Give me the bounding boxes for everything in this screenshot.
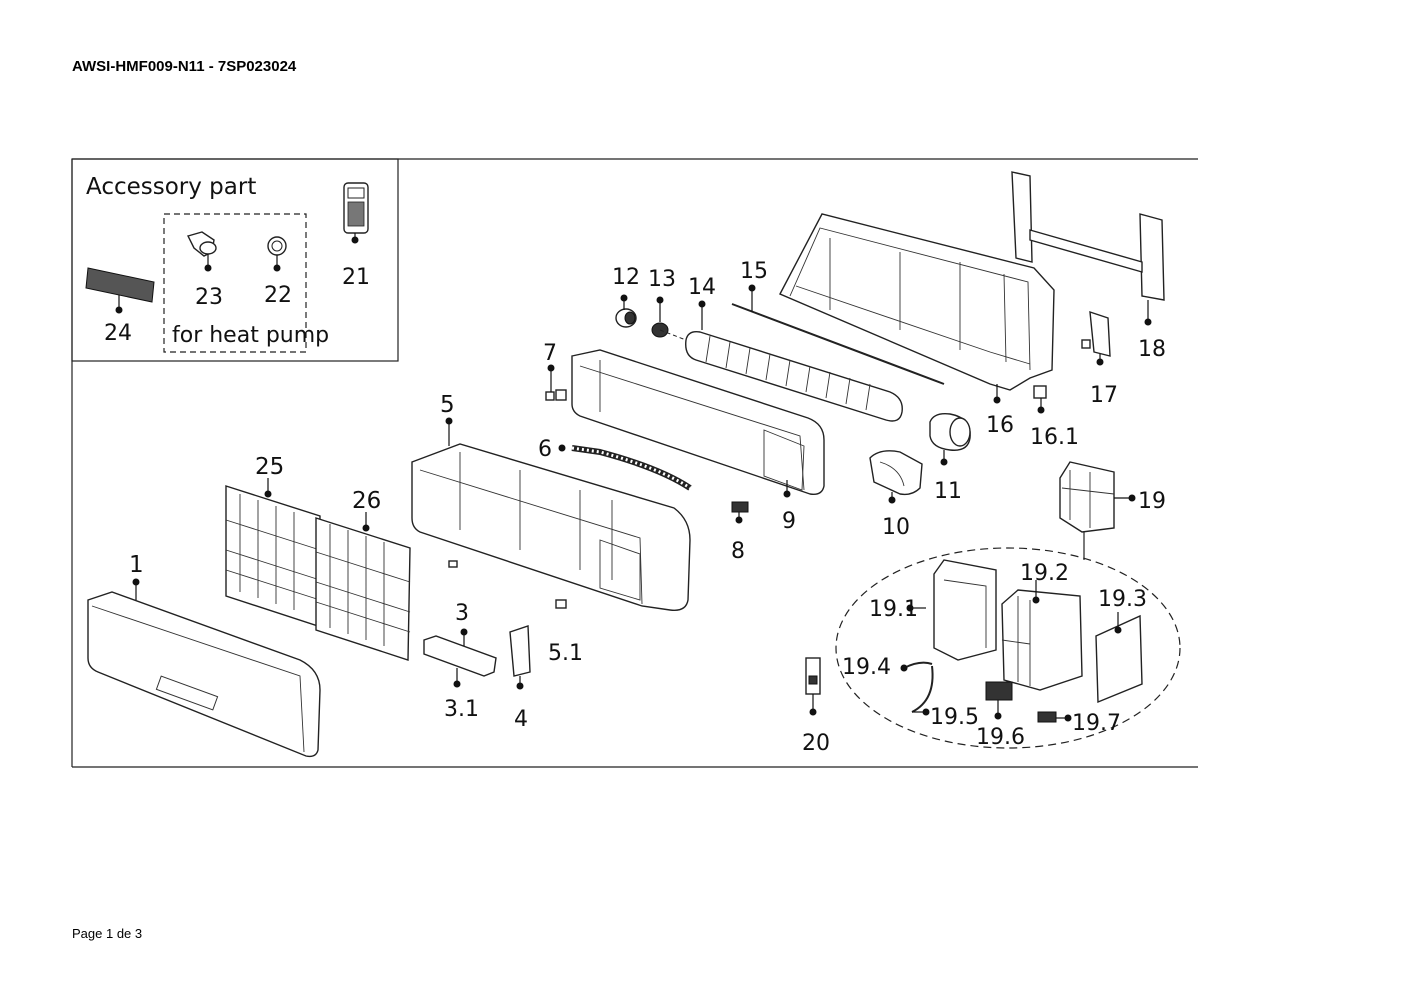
callout-7: 7 [543,341,557,366]
part-18-mounting-plate: 18 [1011,171,1166,362]
callout-18: 18 [1138,337,1166,362]
callout-9: 9 [782,509,796,534]
callout-19-2: 19.2 [1020,561,1069,586]
part-10-motor-cover: 10 [869,450,923,540]
part-12-bearing: 12 [612,265,640,328]
part-19-2-pcb-box: 19.2 [1001,561,1083,691]
callout-1: 1 [129,552,144,578]
electric-box-detail-group [835,547,1181,749]
page-footer: Page 1 de 3 [72,926,143,941]
part-23-drain-elbow: 23 [186,231,223,310]
part-19-electric-box: 19 [1059,461,1166,560]
callout-21: 21 [342,265,370,290]
part-25-air-filter: 25 [225,454,321,627]
part-1-front-panel: 1 [87,552,321,758]
callout-17: 17 [1090,383,1118,408]
heat-pump-group [163,213,307,353]
callout-24: 24 [104,321,132,346]
part-13-bushing: 13 [648,267,676,338]
callout-19-3: 19.3 [1098,587,1147,612]
part-4-cover: 4 [509,625,531,732]
callout-10: 10 [882,515,910,540]
callout-19-1: 19.1 [869,597,918,622]
part-6-pipe: 6 [538,437,692,491]
part-19-6-terminal-block: 19.6 [976,681,1025,750]
part-5-chassis: 5 [411,392,691,611]
part-8-clip: 8 [731,501,749,564]
part-20-receiver: 20 [802,657,830,756]
callout-20: 20 [802,731,830,756]
callout-8: 8 [731,539,745,564]
document-title: AWSI-HMF009-N11 - 7SP023024 [72,58,297,75]
part-21-remote-control: 21 [342,182,370,290]
callout-6: 6 [538,437,552,462]
part-9-evaporator: 9 [571,349,825,534]
part-19-7-clip: 19.7 [1037,711,1121,736]
accessory-heading: Accessory part [86,174,256,200]
callout-16: 16 [986,413,1014,438]
part-7-sensor-clip: 7 [543,341,567,401]
part-5-1-clip: 5.1 [548,599,583,666]
callout-13: 13 [648,267,676,292]
part-15-louver-rod: 15 [731,259,945,385]
callout-12: 12 [612,265,640,290]
callout-3: 3 [455,601,469,626]
callout-22: 22 [264,283,292,308]
part-19-4-sensor: 19.4 [842,655,933,680]
callout-16-1: 16.1 [1030,425,1079,450]
accessory-box: Accessory part for heat pump 24 23 22 [71,158,399,362]
callout-14: 14 [688,275,716,300]
callout-5: 5 [440,392,455,418]
heat-pump-note: for heat pump [172,323,329,348]
part-3-display-board: 3 3.1 [423,601,497,722]
callout-3-1: 3.1 [444,697,479,722]
part-17-bracket: 17 [1081,310,1118,408]
callout-26: 26 [352,488,381,514]
callout-11: 11 [934,479,962,504]
part-26-air-filter: 26 [315,488,411,661]
callout-19-4: 19.4 [842,655,891,680]
part-16-back-casing: 16 [779,213,1055,438]
part-19-1-box-frame: 19.1 [869,559,997,661]
callout-19-7: 19.7 [1072,711,1121,736]
part-19-5-sensor-wire: 19.5 [911,665,979,730]
callout-19: 19 [1138,489,1166,514]
callout-23: 23 [195,285,223,310]
part-14-cross-flow-fan: 14 [659,275,903,422]
part-19-3-cover-plate: 19.3 [1095,587,1147,704]
part-16-1-clip: 16.1 [1030,385,1079,450]
part-22-seal-ring: 22 [264,236,292,308]
callout-4: 4 [514,707,528,732]
callout-15: 15 [740,259,768,284]
part-11-fan-motor: 11 [929,412,971,504]
callout-19-6: 19.6 [976,725,1025,750]
part-24-filter-strip: 24 [85,267,155,346]
callout-19-5: 19.5 [930,705,979,730]
callout-5-1: 5.1 [548,641,583,666]
callout-25: 25 [255,454,284,480]
